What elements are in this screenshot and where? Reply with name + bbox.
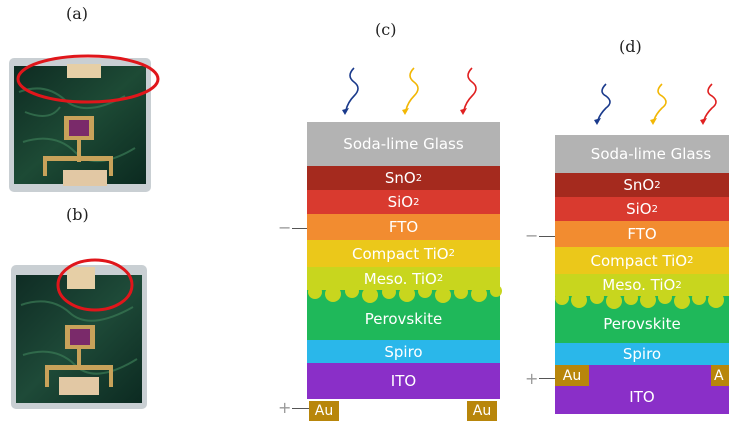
light-rays-c [342, 67, 477, 115]
minus-wire-d [539, 236, 555, 237]
au-contact-left-d: Au [555, 365, 589, 386]
panel-label-b: (b) [66, 205, 89, 224]
meso-particles-d [555, 290, 724, 309]
au-contact-right-d: A [711, 365, 729, 386]
minus-terminal-d: − [525, 226, 539, 245]
minus-wire-c [292, 228, 307, 229]
panel-label-d: (d) [619, 37, 642, 56]
layer-glass: Soda-lime Glass [555, 135, 729, 173]
layer-spiro: Spiro [555, 343, 729, 365]
au-contact-left-c: Au [309, 401, 339, 421]
layer-fto: FTO [307, 214, 500, 240]
plus-terminal-d: + [525, 369, 539, 388]
layer-ito: ITO [555, 365, 729, 414]
minus-terminal-c: − [278, 218, 292, 237]
plus-terminal-c: + [278, 398, 292, 417]
panel-label-c: (c) [375, 20, 397, 39]
device-photo-b [11, 258, 147, 409]
panel-label-a: (a) [66, 4, 89, 23]
layer-spiro: Spiro [307, 340, 500, 363]
light-rays-d [594, 83, 717, 125]
layer-ito: ITO [307, 363, 500, 399]
au-contact-right-c: Au [467, 401, 497, 421]
plus-wire-c [292, 408, 309, 409]
layer-fto: FTO [555, 221, 729, 247]
device-photo-a [9, 54, 160, 192]
layer-glass: Soda-lime Glass [307, 122, 500, 166]
meso-particles-c [308, 284, 502, 303]
plus-wire-d [539, 378, 555, 379]
